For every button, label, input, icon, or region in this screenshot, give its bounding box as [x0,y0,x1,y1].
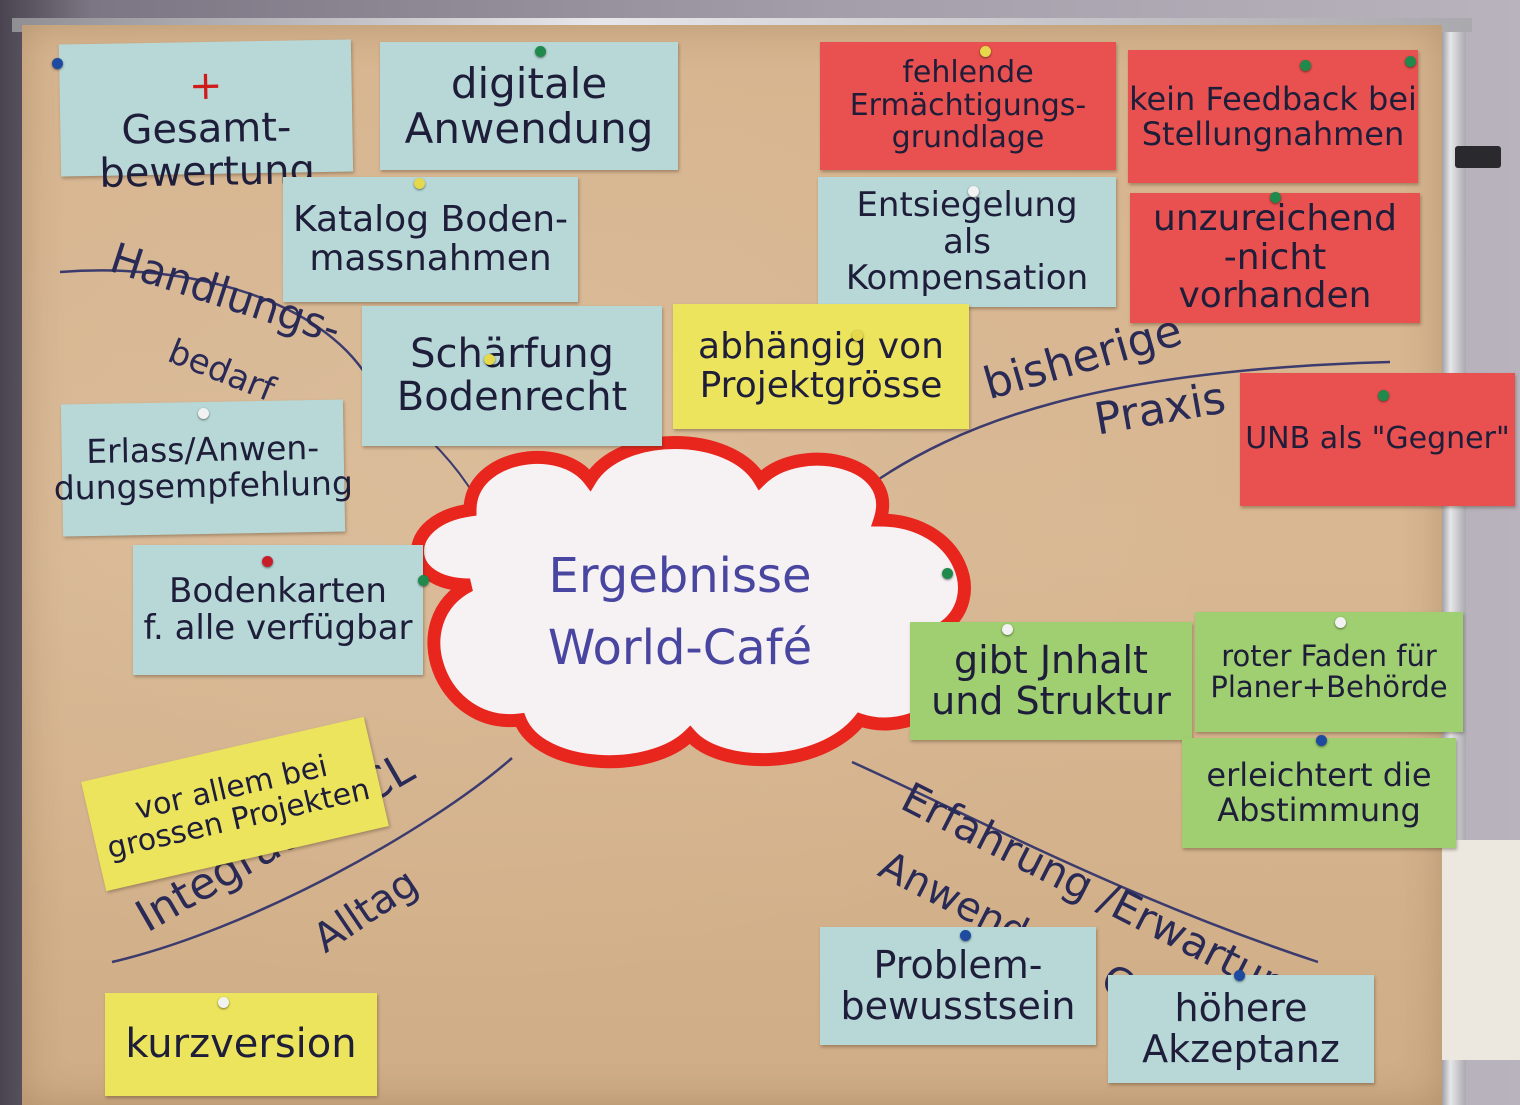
pin [852,330,863,341]
pin [262,556,273,567]
pin [1270,192,1281,203]
card-kurzversion: kurzversion [105,993,377,1096]
pin [418,575,429,586]
pin [960,930,971,941]
card-unzureichend-text: unzureichend -nicht vorhanden [1153,197,1397,317]
card-bodenkarten: Bodenkarten f. alle verfügbar [133,545,423,675]
pin [1378,390,1389,401]
card-kurzversion-text: kurzversion [125,1020,357,1067]
card-katalog: Katalog Boden- massnahmen [283,177,578,302]
card-katalog-text: Katalog Boden- massnahmen [292,198,569,279]
branch-line-erfahrung [851,760,1319,964]
card-fehlende: fehlende Ermächtigungs- grundlage [820,42,1116,170]
cloud-title-line2: World-Café [547,620,813,676]
card-kein-feedback: kein Feedback bei Stellungnahmen [1128,50,1418,183]
card-kein-feedback-text: kein Feedback bei Stellungnahmen [1129,79,1417,153]
pin [1234,970,1245,981]
branch-line-integration [111,757,513,964]
pin [980,46,991,57]
card-entsiegelung-text: Entsiegelung als Kompensation [845,184,1089,299]
card-unb: UNB als "Gegner" [1240,373,1515,506]
card-gesamtbewertung: + Gesamt- bewertung [58,39,354,197]
cloud-title: Ergebnisse World-Café [500,540,860,684]
card-gibt-inhalt-text: gibt Jnhalt und Struktur [931,637,1171,723]
card-roter-faden-text: roter Faden für Planer+Behörde [1210,638,1448,704]
branch-line-praxis [859,360,1391,494]
pin [1405,56,1416,67]
pin [1300,60,1311,71]
pin [535,46,546,57]
card-digitale-anwendung-text: digitale Anwendung [404,58,654,153]
card-problem: Problem- bewusstsein [820,927,1096,1045]
pin [942,568,953,579]
card-schaerfung-text: Schärfung Bodenrecht [396,330,628,420]
card-erlass: Erlass/Anwen- dungsempfehlung [53,399,353,537]
card-hoehere-text: höhere Akzeptanz [1142,985,1340,1071]
pin [1316,735,1327,746]
card-roter-faden: roter Faden für Planer+Behörde [1195,612,1463,732]
card-unzureichend: unzureichend -nicht vorhanden [1130,193,1420,323]
card-erleichtert-text: erleichtert die Abstimmung [1206,756,1432,829]
card-abhaengig-text: abhängig von Projektgrösse [698,325,944,406]
pin [1002,624,1013,635]
center-cloud [411,436,971,769]
card-gibt-inhalt: gibt Jnhalt und Struktur [910,622,1192,740]
card-problem-text: Problem- bewusstsein [840,942,1076,1028]
pin [968,186,979,197]
card-entsiegelung: Entsiegelung als Kompensation [818,177,1116,307]
card-erlass-text: Erlass/Anwen- dungsempfehlung [53,428,354,508]
card-bodenkarten-text: Bodenkarten f. alle verfügbar [143,571,413,648]
easel-clip [1455,146,1501,168]
plus-sign: + [188,62,223,110]
branch-line-handlungsbedarf [59,269,370,379]
card-erleichtert: erleichtert die Abstimmung [1182,738,1456,848]
card-unb-text: UNB als "Gegner" [1245,421,1510,457]
cloud-title-line1: Ergebnisse [548,548,812,604]
pin [414,178,425,189]
card-schaerfung: Schärfung Bodenrecht [362,306,662,446]
card-fehlende-text: fehlende Ermächtigungs- grundlage [849,55,1087,156]
pin [484,354,495,365]
pin [218,997,229,1008]
pin [198,408,209,419]
pin [1335,617,1346,628]
card-abhaengig: abhängig von Projektgrösse [673,304,969,429]
card-digitale-anwendung: digitale Anwendung [380,42,678,170]
card-hoehere: höhere Akzeptanz [1108,975,1374,1083]
pin [52,58,63,69]
